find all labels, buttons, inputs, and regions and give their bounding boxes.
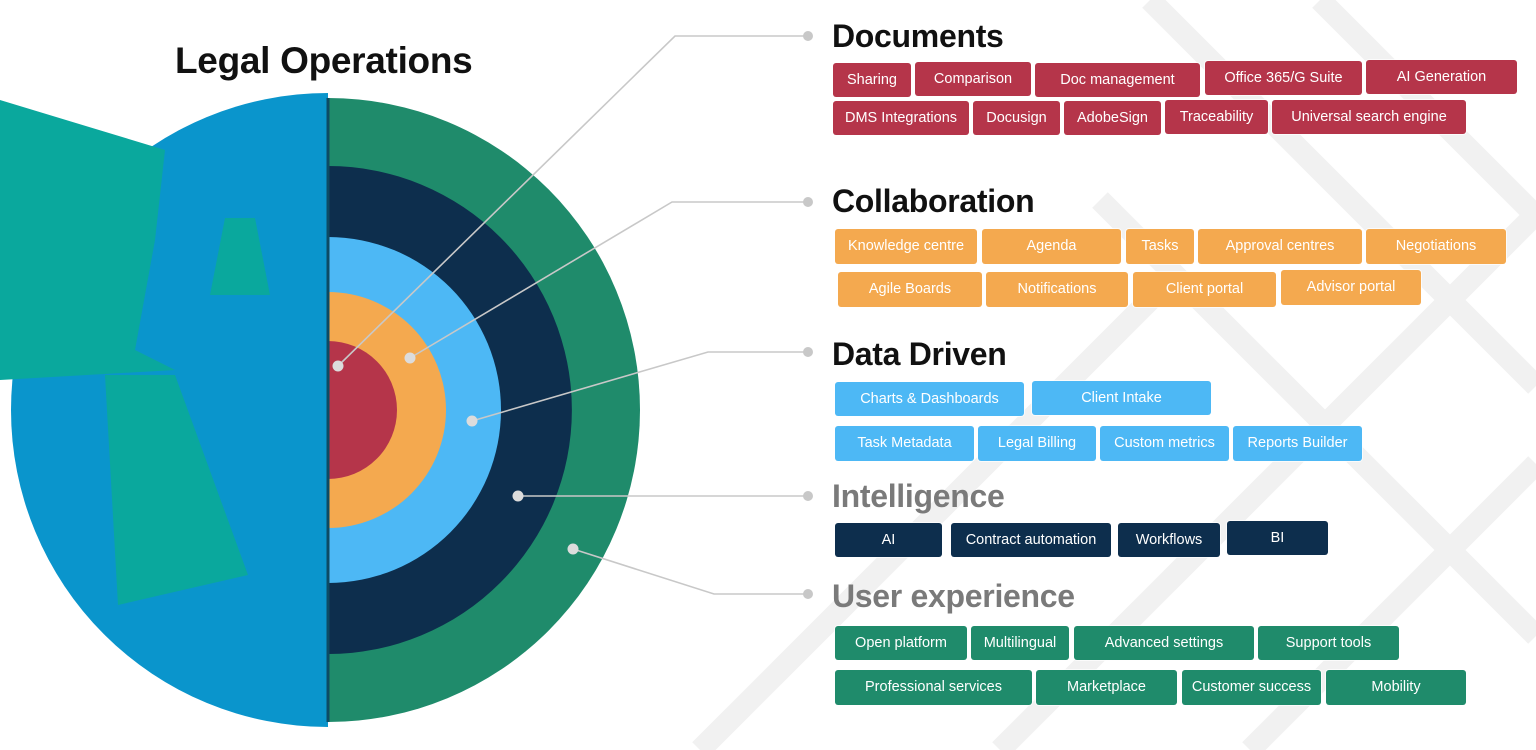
main-title: Legal Operations bbox=[175, 40, 473, 81]
tag-professional-services: Professional services bbox=[835, 670, 1032, 705]
tag-ai: AI bbox=[835, 523, 942, 557]
tag-workflows: Workflows bbox=[1118, 523, 1220, 557]
rings-right-half bbox=[328, 98, 640, 722]
tag-marketplace: Marketplace bbox=[1036, 670, 1177, 705]
tag-negotiations: Negotiations bbox=[1366, 229, 1506, 264]
tag-adobesign: AdobeSign bbox=[1064, 101, 1161, 135]
tag-reports-builder: Reports Builder bbox=[1233, 426, 1362, 461]
tag-advisor-portal: Advisor portal bbox=[1281, 270, 1421, 305]
connectors bbox=[337, 35, 808, 595]
tag-multilingual: Multilingual bbox=[971, 626, 1069, 660]
connector-start-dots bbox=[332, 352, 579, 555]
tag-office-365: Office 365/G Suite bbox=[1205, 61, 1362, 95]
section-title-collaboration: Collaboration bbox=[832, 183, 1035, 219]
tag-ai-generation: AI Generation bbox=[1366, 60, 1517, 94]
tag-mobility: Mobility bbox=[1326, 670, 1466, 705]
tag-sharing: Sharing bbox=[833, 63, 911, 97]
tag-dms-integrations: DMS Integrations bbox=[833, 101, 969, 135]
section-title-intelligence: Intelligence bbox=[832, 478, 1005, 514]
tag-charts-dashboards: Charts & Dashboards bbox=[835, 382, 1024, 416]
section-title-user-experience: User experience bbox=[832, 578, 1075, 614]
tag-bi: BI bbox=[1227, 521, 1328, 555]
tag-custom-metrics: Custom metrics bbox=[1100, 426, 1229, 461]
tag-client-intake: Client Intake bbox=[1032, 381, 1211, 415]
left-half-globe bbox=[0, 93, 328, 727]
section-title-documents: Documents bbox=[832, 18, 1004, 54]
tag-task-metadata: Task Metadata bbox=[835, 426, 974, 461]
tag-universal-search-engine: Universal search engine bbox=[1272, 100, 1466, 134]
connector-end-dots bbox=[803, 31, 813, 599]
ring-documents bbox=[328, 341, 397, 479]
tag-customer-success: Customer success bbox=[1182, 670, 1321, 705]
tag-legal-billing: Legal Billing bbox=[978, 426, 1096, 461]
tag-open-platform: Open platform bbox=[835, 626, 967, 660]
tag-doc-management: Doc management bbox=[1035, 63, 1200, 97]
tag-tasks: Tasks bbox=[1126, 229, 1194, 264]
section-title-data-driven: Data Driven bbox=[832, 336, 1007, 372]
tag-support-tools: Support tools bbox=[1258, 626, 1399, 660]
tag-docusign: Docusign bbox=[973, 101, 1060, 135]
tag-traceability: Traceability bbox=[1165, 100, 1268, 134]
tag-approval-centres: Approval centres bbox=[1198, 229, 1362, 264]
tag-contract-automation: Contract automation bbox=[951, 523, 1111, 557]
tag-client-portal: Client portal bbox=[1133, 272, 1276, 307]
tag-advanced-settings: Advanced settings bbox=[1074, 626, 1254, 660]
tag-comparison: Comparison bbox=[915, 62, 1031, 96]
tag-agenda: Agenda bbox=[982, 229, 1121, 264]
tag-agile-boards: Agile Boards bbox=[838, 272, 982, 307]
tag-notifications: Notifications bbox=[986, 272, 1128, 307]
tag-knowledge-centre: Knowledge centre bbox=[835, 229, 977, 264]
